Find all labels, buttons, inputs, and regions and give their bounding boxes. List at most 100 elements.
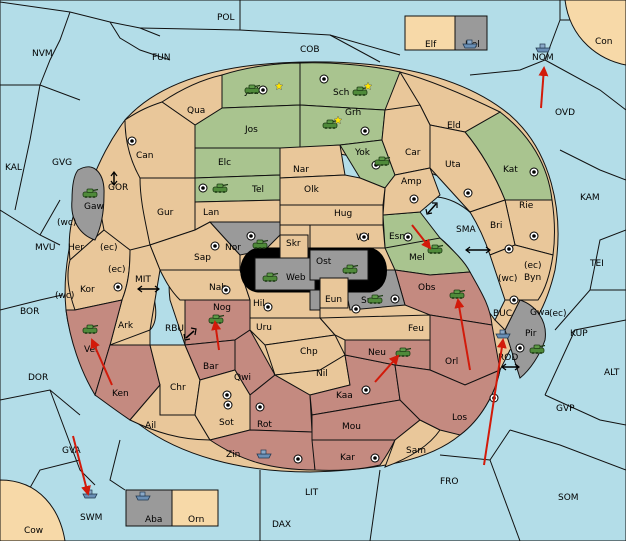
label-gva: GVA — [62, 446, 82, 456]
order-obs — [454, 298, 471, 371]
label-lan: Lan — [203, 208, 219, 218]
label-lit: LIT — [305, 488, 319, 498]
province-ark[interactable] — [109, 244, 161, 346]
supply-center-amp — [409, 194, 419, 204]
label-web: Web — [286, 273, 306, 283]
label-eld: Eld — [447, 121, 461, 131]
province-web-south — [309, 289, 321, 311]
label-elc: Elc — [218, 158, 231, 168]
label-nor: Nor — [225, 243, 241, 253]
label-los: Los — [452, 413, 467, 423]
label-bor: BOR — [20, 307, 39, 317]
supply-center-grh — [360, 126, 370, 136]
supply-center-eun — [351, 304, 361, 314]
supply-center-rot — [255, 402, 265, 412]
label-obs: Obs — [418, 283, 436, 293]
order-vel — [90, 338, 113, 386]
label-tei: TEI — [589, 259, 604, 269]
province-orn[interactable] — [171, 489, 219, 527]
label-chp: Chp — [300, 347, 318, 357]
supply-center-tel — [198, 183, 208, 193]
province-kar[interactable] — [311, 439, 396, 471]
label-eun: Eun — [325, 295, 342, 305]
supply-center-jad — [258, 85, 268, 95]
province-tel[interactable] — [194, 174, 281, 203]
label-kar: Kar — [340, 453, 355, 463]
label-jos: Jos — [244, 125, 258, 135]
label-rbu: RBU — [165, 324, 184, 334]
label-nil: Nil — [316, 369, 328, 379]
supply-center-qwi — [222, 390, 232, 400]
supply-center-sap — [210, 241, 220, 251]
province-pir[interactable] — [504, 299, 546, 379]
label-zin: Zin — [226, 450, 240, 460]
label-tel: Tel — [251, 185, 264, 195]
label-sma: SMA — [456, 225, 476, 235]
label-feu: Feu — [408, 324, 424, 334]
label-aba: Aba — [145, 515, 162, 525]
supply-center-kar — [370, 453, 380, 463]
label-uru: Uru — [256, 323, 272, 333]
label-con: Con — [595, 37, 613, 47]
supply-center-nab — [221, 285, 231, 295]
supply-center-pir — [515, 343, 525, 353]
supply-center-can — [127, 136, 137, 146]
province-can[interactable] — [124, 101, 196, 179]
supply-center-zin — [293, 454, 303, 464]
label-car: Car — [405, 148, 421, 158]
label-dor: DOR — [28, 373, 48, 383]
province-gaw[interactable] — [71, 166, 105, 241]
order-nom — [538, 66, 549, 109]
label-gvg: GVG — [52, 158, 72, 168]
label-rot: Rot — [257, 420, 272, 430]
label-hil: Hil — [253, 299, 265, 309]
province-ail[interactable] — [129, 383, 211, 441]
label-gvp: GVP — [556, 404, 575, 414]
supply-center-esm — [403, 232, 413, 242]
label-gur: Gur — [157, 208, 174, 218]
label-bri: Bri — [490, 221, 502, 231]
label-bar: Bar — [203, 362, 219, 372]
province-byn[interactable] — [489, 244, 554, 301]
label-neu: Neu — [368, 348, 386, 358]
supply-center-wil — [359, 232, 369, 242]
label-mvu: MVU — [35, 243, 56, 253]
label-fun: FUN — [152, 53, 171, 63]
province-sch[interactable] — [299, 62, 401, 111]
label-gaw: Gaw — [84, 202, 104, 212]
supply-center-nor — [246, 231, 256, 241]
province-nar[interactable] — [279, 144, 346, 179]
label-nog: Nog — [213, 303, 231, 313]
label-nom: NOM — [532, 53, 554, 63]
label-skr: Skr — [286, 239, 301, 249]
province-rot[interactable] — [249, 374, 313, 433]
supply-center-sun — [390, 294, 400, 304]
label-chr: Chr — [170, 383, 186, 393]
province-web[interactable] — [254, 257, 316, 291]
label-ail: Ail — [145, 421, 156, 431]
label-gwa: Gwa — [530, 308, 550, 318]
province-qua[interactable] — [161, 74, 223, 126]
label-pol: POL — [217, 13, 235, 23]
label-byn: Byn — [524, 273, 541, 283]
province-elf[interactable] — [404, 15, 456, 51]
label-ec-byn: (ec) — [524, 261, 542, 271]
province-ost[interactable] — [309, 249, 369, 281]
label-ken: Ken — [112, 389, 129, 399]
province-hug[interactable] — [279, 204, 384, 226]
province-elc[interactable] — [194, 147, 281, 179]
label-pir: Pir — [525, 329, 537, 339]
label-gor: GOR — [108, 183, 128, 193]
label-kup: KUP — [570, 329, 588, 339]
label-ark: Ark — [118, 321, 134, 331]
province-los[interactable] — [394, 364, 501, 436]
supply-center-uta — [463, 188, 473, 198]
label-kat: Kat — [503, 165, 518, 175]
province-wil[interactable] — [309, 224, 386, 249]
label-olk: Olk — [304, 185, 320, 195]
label-alt: ALT — [604, 368, 620, 378]
label-nvm: NVM — [32, 49, 53, 59]
label-nab: Nab — [209, 283, 227, 293]
label-rie: Rie — [519, 201, 534, 211]
